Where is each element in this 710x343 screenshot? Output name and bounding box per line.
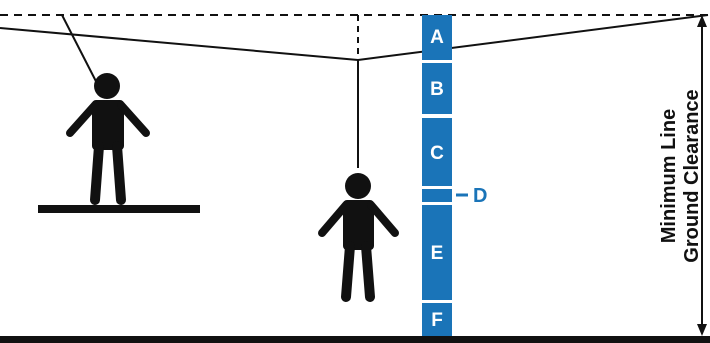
conductor-line-right [357,14,709,61]
segment-b-label: B [430,79,444,100]
segment-f [422,303,452,336]
segment-f-label: F [431,310,443,331]
conductor-line-left [0,27,359,61]
person-icon [318,173,399,302]
segment-a-label: A [430,27,444,48]
segment-e [422,205,452,300]
segment-e-label: E [431,243,444,264]
segment-c [422,118,452,186]
segment-d [422,189,452,202]
segment-b [422,63,452,114]
clearance-label-line1: Minimum Line [658,109,680,243]
arrowhead-down-icon [697,324,707,336]
person-icon [66,73,150,205]
segment-c-label: C [430,143,444,164]
clearance-label-line2: Ground Clearance [681,89,703,262]
segment-a [422,15,452,60]
arrowhead-up-icon [697,15,707,27]
callout-d-label: D [473,185,487,207]
platform [38,205,200,213]
ground-line [0,336,710,343]
